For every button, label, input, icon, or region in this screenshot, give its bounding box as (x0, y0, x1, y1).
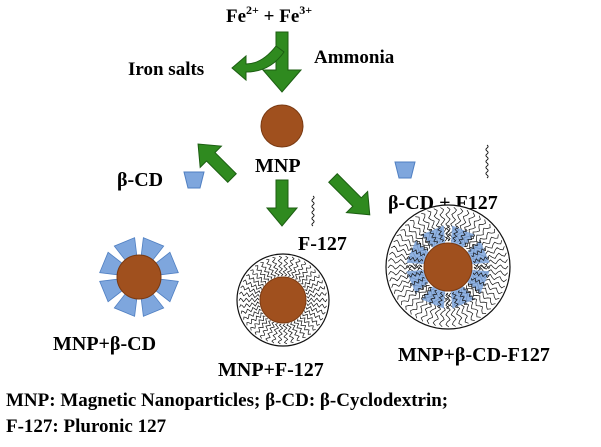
polymer-chain-icon (311, 195, 315, 227)
core-label: MNP (255, 155, 301, 177)
precursor-label: Fe2+ + Fe3+ (226, 3, 312, 27)
cyclodextrin-cone-icon (183, 171, 205, 189)
mnp-core (260, 104, 304, 148)
product-mnp-cd (99, 237, 179, 317)
legend-line-1: MNP: Magnetic Nanoparticles; β-CD: β-Cyc… (6, 390, 448, 411)
cyclodextrin-cone-icon (394, 161, 416, 179)
product-mnp-f127 (236, 253, 330, 347)
byproduct-arrow-icon (231, 45, 285, 82)
reaction-arrow-left-icon (197, 143, 237, 183)
reagent-label: Ammonia (314, 47, 395, 68)
reaction-arrow-right-icon (328, 173, 371, 216)
reaction-arrow-icon (261, 31, 303, 93)
product-label-f127: MNP+F-127 (218, 359, 324, 381)
legend-line-2: F-127: Pluronic 127 (6, 416, 167, 437)
product-mnp-cd-f127 (385, 204, 511, 330)
route-label-f127: F-127 (298, 233, 347, 255)
route-label-cd: β-CD (117, 169, 163, 191)
product-label-cd: MNP+β-CD (53, 333, 156, 355)
polymer-chain-icon (485, 144, 489, 179)
byproduct-label: Iron salts (128, 59, 204, 80)
reaction-arrow-middle-icon (265, 179, 299, 227)
product-label-cd-f127: MNP+β-CD-F127 (398, 344, 550, 366)
